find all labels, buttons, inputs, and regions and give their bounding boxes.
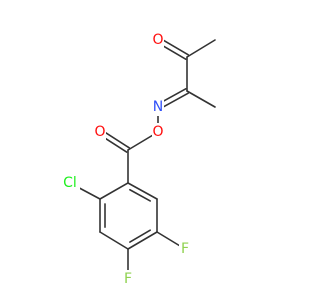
bond-methyl-ketone	[186, 39, 216, 58]
atom-label-f-4: F	[124, 271, 132, 287]
atom-label-o-ketone: O	[152, 32, 163, 48]
bond-ketone-co-b	[158, 37, 190, 56]
atom-label-background	[94, 123, 106, 141]
atom-label-o-carbonyl: O	[94, 124, 105, 140]
atom-label-background	[122, 270, 134, 288]
atom-label-background	[152, 31, 164, 49]
atom-label-cl: Cl	[63, 175, 77, 191]
atom-label-background	[179, 240, 191, 258]
atom-label-n-oxime: N	[153, 99, 163, 115]
bond-ring-double-6-1	[129, 188, 151, 202]
bond-ring-3-4	[99, 231, 129, 250]
bond-carbonyl-b	[100, 129, 131, 149]
bond-ring-1-2	[99, 182, 129, 200]
bond-ring-4-5	[127, 231, 158, 250]
bond-ring-6-1	[127, 182, 158, 200]
bond-ring-double-4-5	[129, 229, 151, 243]
atom-label-background	[60, 174, 80, 192]
bond-oxime-methyl	[186, 90, 216, 108]
bond-cn-a	[158, 92, 190, 110]
atom-label-o-ester: O	[152, 124, 163, 140]
atom-label-f-5: F	[181, 241, 189, 257]
atom-label-background	[152, 123, 164, 141]
atom-label-background	[152, 98, 164, 116]
bond-layer	[69, 37, 216, 280]
